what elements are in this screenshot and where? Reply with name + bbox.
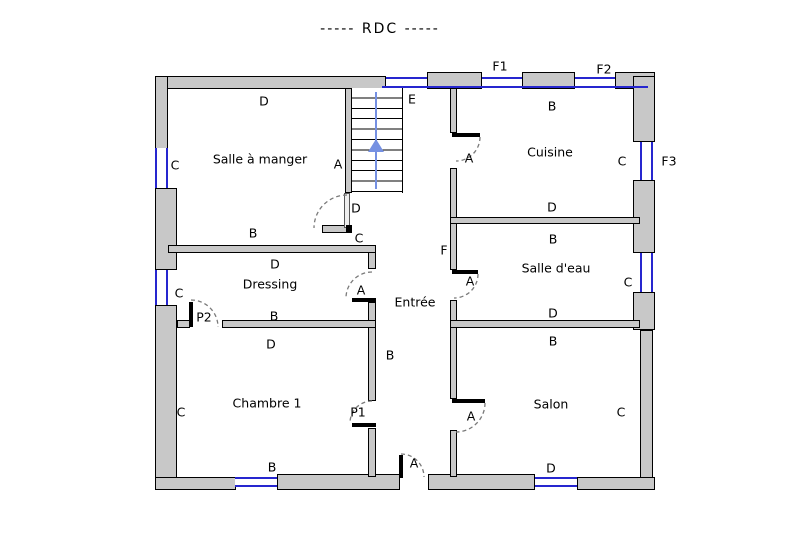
- stair-arrow-head-icon: [368, 139, 384, 152]
- wall-bottom-2: [277, 474, 400, 490]
- wall-bottom-3: [428, 474, 535, 490]
- label-salon-right: C: [616, 404, 626, 420]
- wall-right-corner: [633, 76, 655, 142]
- wall-cuisine-bottom: [450, 217, 640, 224]
- label-window-f2: F2: [596, 61, 612, 77]
- label-chambre-top: D: [266, 336, 276, 352]
- label-cuisine-top: B: [547, 98, 557, 114]
- label-sde-door: A: [465, 273, 475, 289]
- label-door-p2: P2: [196, 309, 212, 325]
- wall-vestibule-cap: [346, 225, 352, 233]
- door-arc-stair: [313, 194, 348, 229]
- label-chambre-left: C: [176, 404, 186, 420]
- wall-top-pier-2: [522, 72, 575, 89]
- door-leaf-entry: [399, 455, 403, 478]
- room-name-entree: Entrée: [394, 294, 436, 310]
- door-leaf-cuisine: [452, 133, 480, 137]
- door-leaf-p2: [189, 302, 193, 327]
- room-name-salon: Salon: [533, 396, 569, 412]
- room-name-salle-deau: Salle d'eau: [521, 260, 591, 276]
- label-entry-door: A: [409, 455, 419, 471]
- label-dressing-door: A: [356, 282, 366, 298]
- label-door-p1: P1: [350, 404, 366, 420]
- label-dressing-top: D: [270, 256, 280, 272]
- room-name-salle-a-manger: Salle à manger: [212, 151, 308, 167]
- window-dressing: [155, 270, 168, 305]
- room-name-chambre-1: Chambre 1: [232, 395, 302, 411]
- plan-title: ----- RDC -----: [320, 21, 440, 37]
- label-sam-bottom: B: [248, 225, 258, 241]
- wall-dressing-right-lower: [368, 302, 376, 321]
- label-sde-bottom: D: [548, 305, 558, 321]
- door-leaf-salon: [452, 399, 485, 403]
- window-chambre: [235, 477, 277, 487]
- wall-cuisine-left-upper: [450, 88, 457, 133]
- label-entree-right: F: [440, 242, 448, 258]
- window-salle-deau: [640, 253, 653, 292]
- door-leaf-dressing: [352, 298, 376, 302]
- wall-left-pier: [155, 188, 177, 270]
- window-e: [386, 77, 427, 88]
- window-salle-a-manger: [155, 148, 168, 188]
- label-entree-left: B: [385, 347, 395, 363]
- wall-chambre-right-lower: [368, 428, 376, 477]
- label-vestibule: C: [354, 230, 364, 246]
- wall-salle-deau-bottom: [450, 320, 640, 328]
- label-window-e: E: [408, 91, 416, 107]
- room-name-cuisine: Cuisine: [527, 144, 573, 160]
- room-name-dressing: Dressing: [242, 276, 298, 292]
- wall-dressing-right-upper: [368, 252, 376, 269]
- label-cuisine-bottom: D: [547, 199, 557, 215]
- wall-right-lower: [640, 330, 653, 478]
- window-salon: [535, 477, 577, 487]
- wall-bottom-4: [577, 477, 655, 490]
- label-cuisine-right: C: [617, 153, 627, 169]
- label-sam-top: D: [259, 93, 269, 109]
- label-chambre-bottom: B: [267, 459, 277, 475]
- wall-stair-left: [345, 88, 352, 193]
- label-dressing-left: C: [174, 285, 184, 301]
- wall-bottom-1: [155, 477, 236, 490]
- wall-entree-right-bottom: [450, 430, 457, 477]
- wall-dressing-bottom: [222, 320, 376, 328]
- door-leaf-stair: [344, 193, 350, 228]
- door-leaf-salle-deau: [452, 270, 478, 274]
- label-salon-bottom: D: [546, 460, 556, 476]
- wall-entree-right-lower: [450, 300, 457, 399]
- label-stair-door: D: [351, 200, 361, 216]
- label-window-f3: F3: [661, 153, 677, 169]
- label-salon-top: B: [548, 333, 558, 349]
- label-sam-right: A: [333, 156, 343, 172]
- wall-salle-a-manger-bottom: [168, 245, 376, 253]
- label-salon-door: A: [466, 408, 476, 424]
- label-sde-right: C: [623, 274, 633, 290]
- wall-left-lower: [155, 305, 177, 478]
- label-sam-left: C: [170, 157, 180, 173]
- wall-right-pier-1: [633, 180, 655, 253]
- window-f2: [575, 77, 615, 88]
- label-window-f1: F1: [492, 58, 508, 74]
- window-f1: [482, 77, 522, 88]
- label-cuisine-door: A: [464, 150, 474, 166]
- door-leaf-p1: [352, 423, 376, 427]
- label-sde-top: B: [548, 231, 558, 247]
- wall-left-upper: [155, 76, 168, 150]
- window-f3: [640, 142, 653, 180]
- label-dressing-bottom: B: [269, 308, 279, 324]
- wall-chambre-right-upper: [368, 327, 376, 401]
